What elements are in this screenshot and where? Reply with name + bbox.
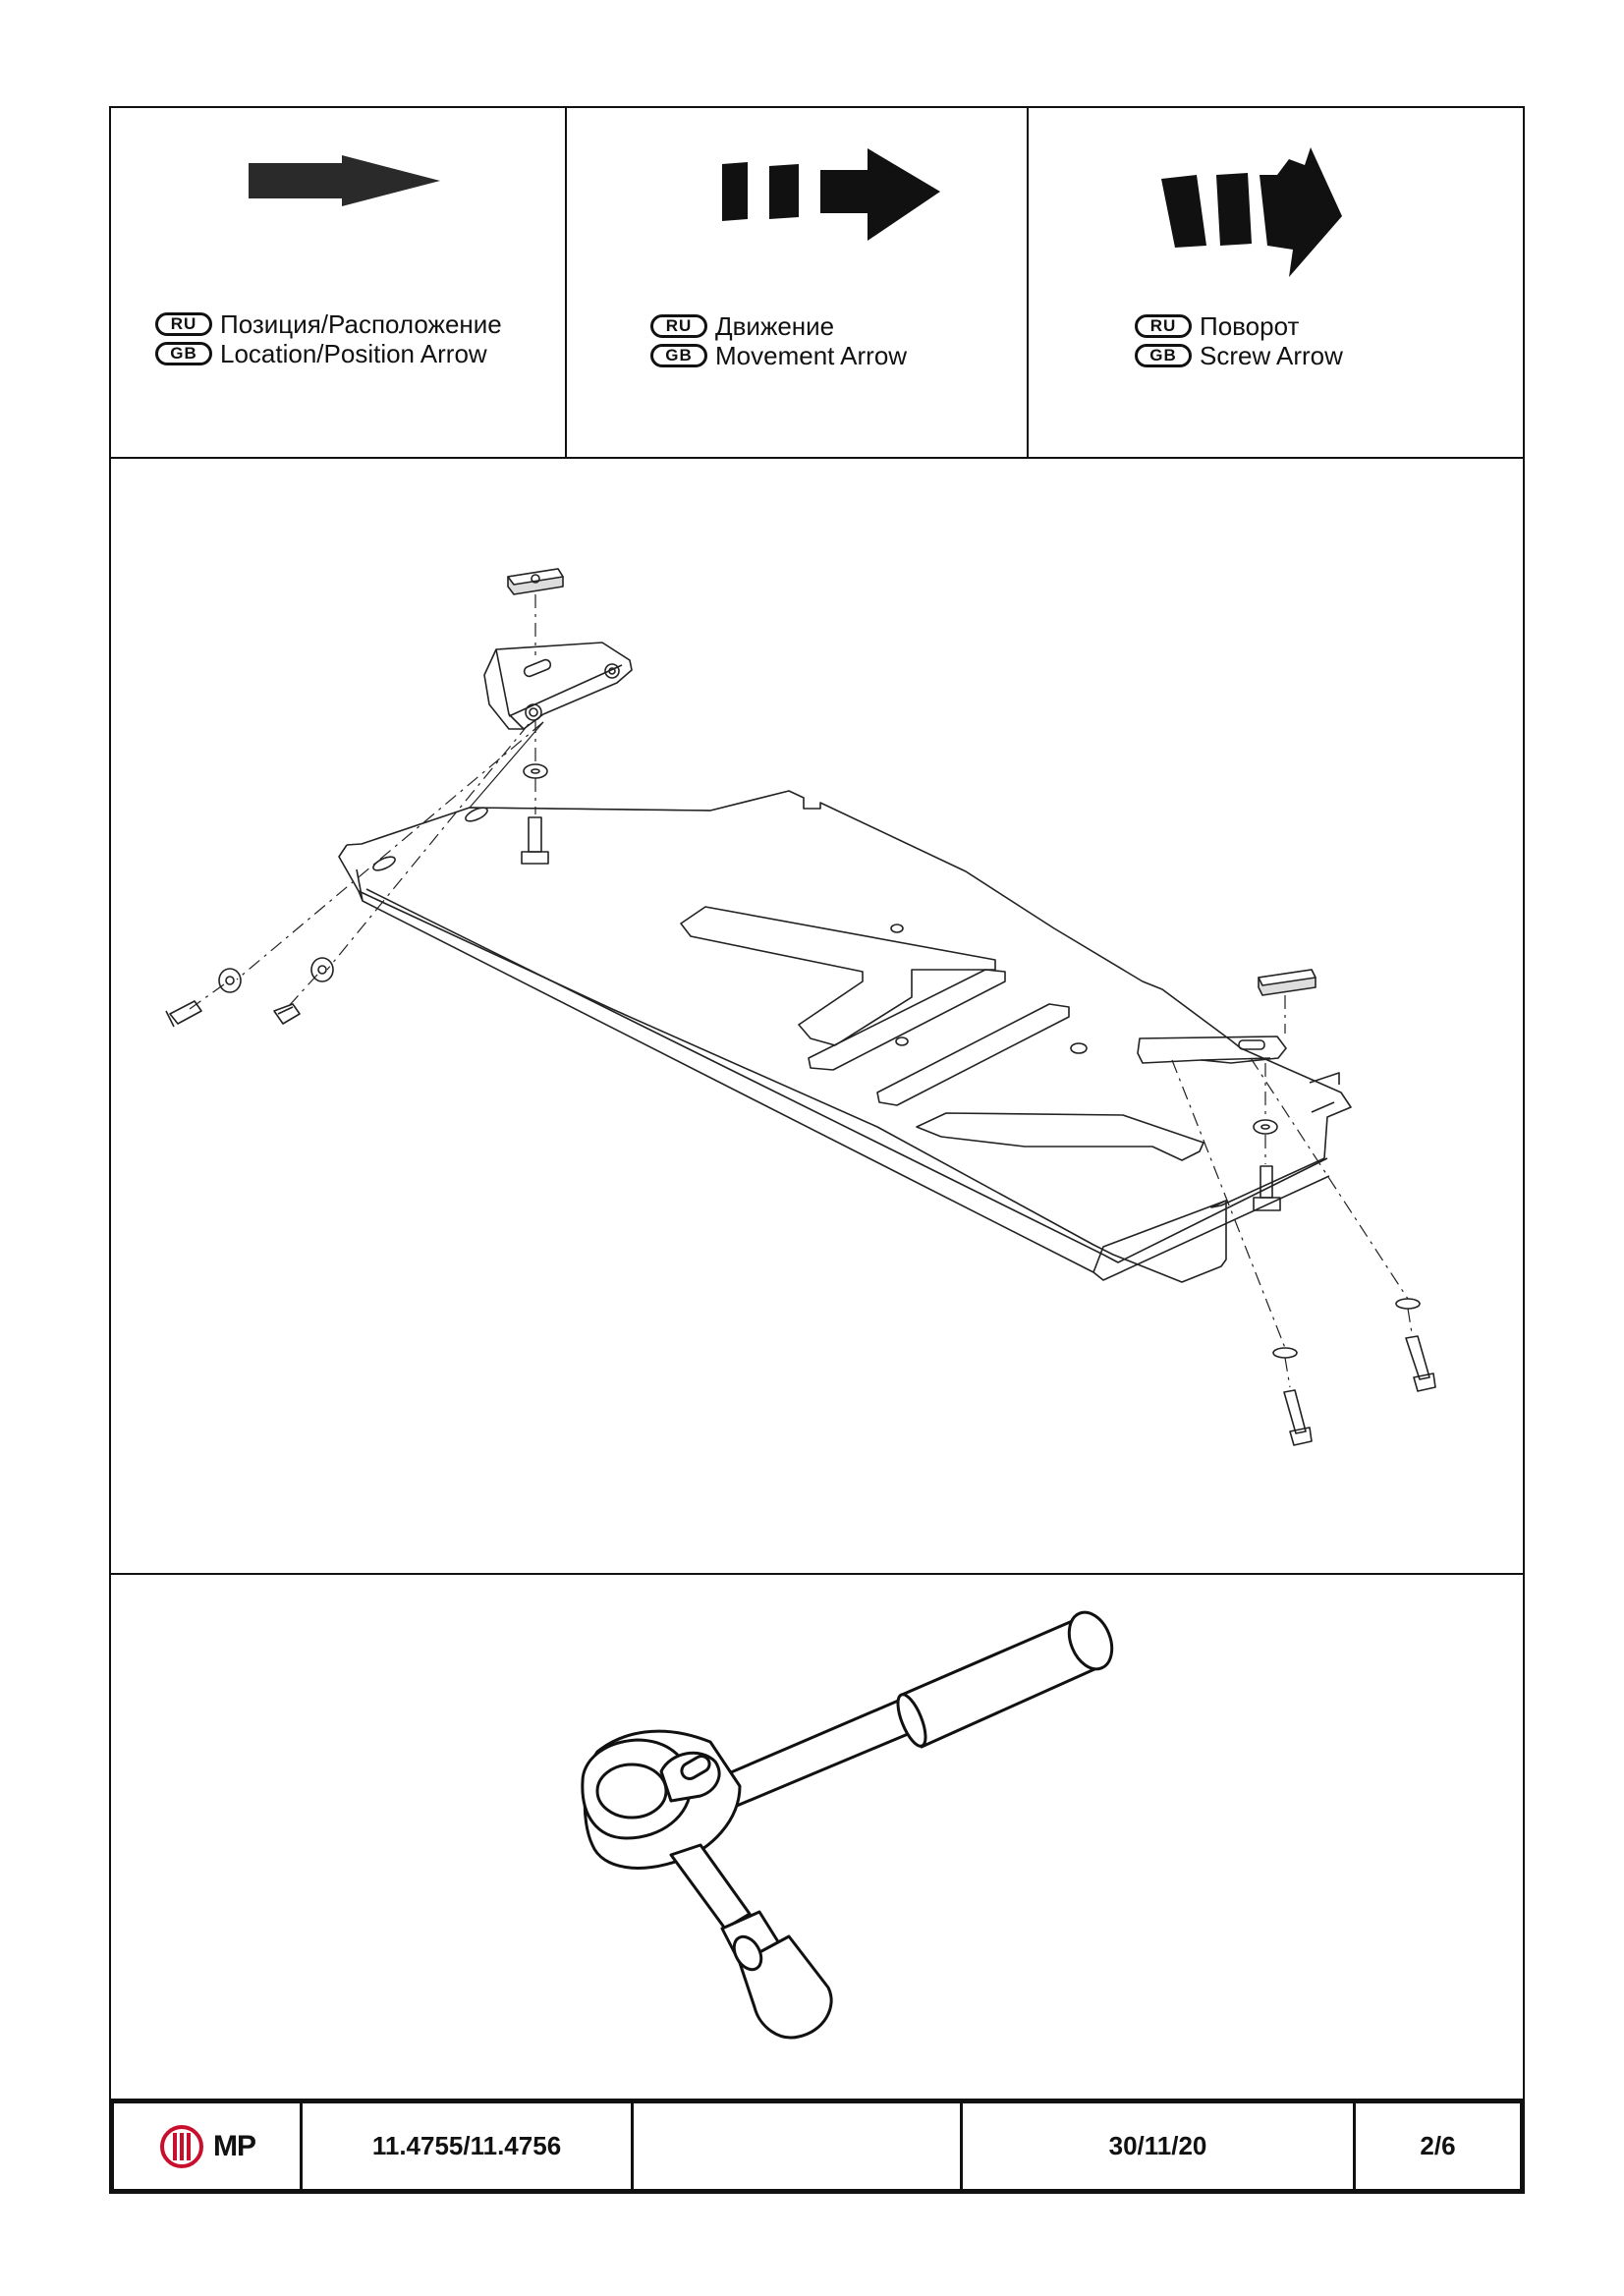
ru-badge: RU — [155, 312, 212, 336]
movement-arrow-icon — [722, 148, 940, 241]
mp-logo-icon — [160, 2124, 203, 2168]
legend-movement: RU Движение GB Movement Arrow — [567, 108, 1027, 458]
gb-badge: GB — [155, 342, 212, 365]
legend-ru-text: Поворот — [1200, 311, 1300, 341]
title-block: MP 11.4755/11.4756 30/11/20 2/6 — [109, 2099, 1525, 2194]
part-number: 11.4755/11.4756 — [303, 2103, 634, 2189]
location-arrow-icon — [249, 155, 440, 206]
legend-ru-text: Позиция/Расположение — [220, 309, 502, 339]
divider — [565, 106, 567, 458]
divider — [109, 1573, 1525, 1575]
ru-badge: RU — [650, 314, 707, 338]
legend-screw: RU Поворот GB Screw Arrow — [1029, 108, 1523, 458]
gb-badge: GB — [650, 344, 707, 367]
legend-gb-text: Movement Arrow — [715, 341, 908, 370]
date: 30/11/20 — [963, 2103, 1356, 2189]
logo-text: MP — [213, 2129, 256, 2162]
divider — [109, 457, 1525, 459]
gb-badge: GB — [1135, 344, 1192, 367]
legend-location: RU Позиция/Расположение GB Location/Positi… — [111, 108, 565, 458]
ru-badge: RU — [1135, 314, 1192, 338]
divider — [1027, 106, 1029, 458]
page-number: 2/6 — [1420, 2131, 1456, 2160]
legend-ru-text: Движение — [715, 311, 835, 341]
blank-field — [634, 2103, 963, 2189]
logo: MP — [114, 2103, 303, 2189]
legend-gb-text: Location/Position Arrow — [220, 339, 487, 368]
skid-plate-assembly-icon — [165, 568, 1436, 1446]
ratchet-wrench-icon — [581, 1610, 1114, 2040]
screw-arrow-icon — [1161, 147, 1342, 277]
legend-gb-text: Screw Arrow — [1200, 341, 1343, 370]
